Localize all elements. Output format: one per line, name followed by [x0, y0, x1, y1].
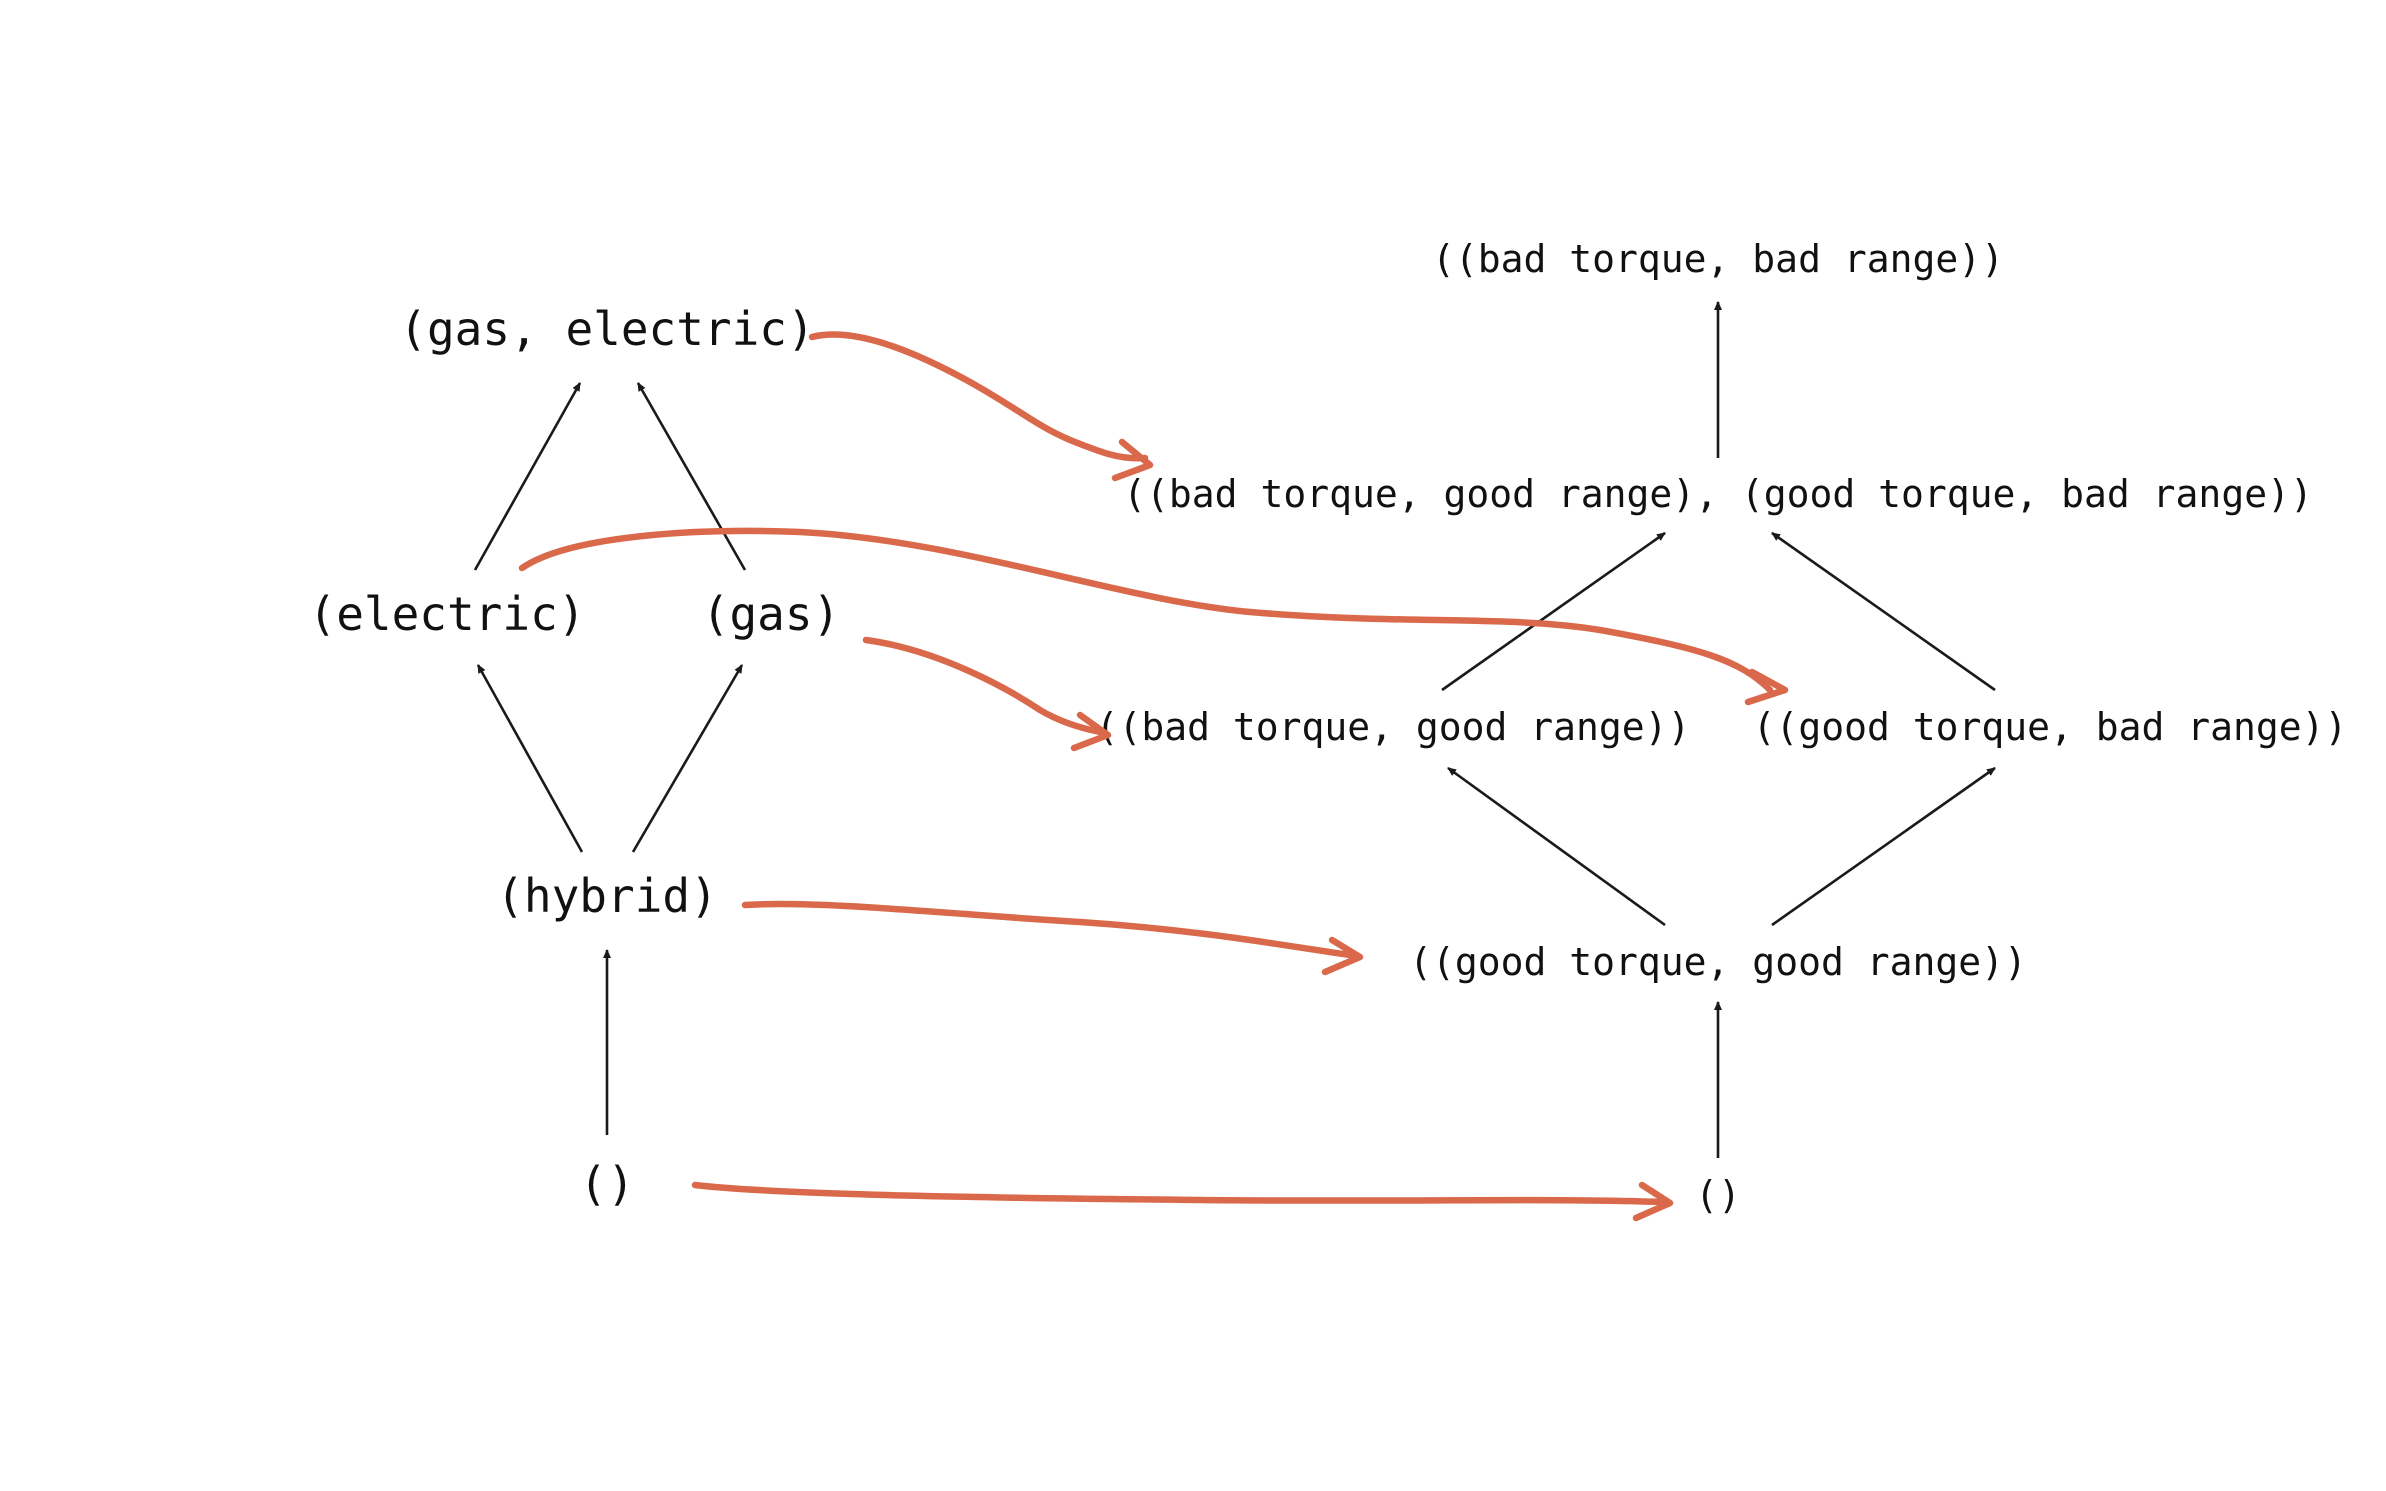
- left-edge-hybrid-to-gas: [631, 664, 744, 853]
- right-edge-gt-gr-to-bt-gr: [1447, 766, 1666, 927]
- mapping-arrow-hybrid: [741, 900, 1364, 976]
- right-node-bad-torque-good-range: ((bad torque, good range)): [1096, 705, 1691, 749]
- left-node-hybrid: (hybrid): [496, 869, 718, 923]
- left-edge-electric-to-gas-electric: [473, 382, 582, 571]
- right-lattice-edges: [1441, 301, 1996, 1158]
- mapping-arrow-gas-electric: [808, 331, 1154, 482]
- left-node-empty: (): [579, 1157, 634, 1211]
- right-node-good-torque-bad-range: ((good torque, bad range)): [1753, 705, 2348, 749]
- left-node-electric: (electric): [309, 587, 586, 641]
- left-lattice-edges: [473, 382, 747, 1135]
- mapping-arrow-electric: [518, 527, 1789, 706]
- right-edge-bt-gr-to-btgr-gtbr: [1441, 531, 1666, 692]
- right-node-mixed-pair: ((bad torque, good range), (good torque,…: [1123, 472, 2313, 516]
- left-edge-hybrid-to-electric: [476, 664, 584, 853]
- right-edge-gt-br-to-btgr-gtbr: [1771, 531, 1996, 692]
- right-node-good-torque-good-range: ((good torque, good range)): [1409, 940, 2027, 984]
- mapping-arrows: [518, 331, 1789, 1222]
- right-node-bad-torque-bad-range: ((bad torque, bad range)): [1432, 237, 2004, 281]
- left-edge-gas-to-gas-electric: [636, 382, 747, 571]
- mapping-arrow-gas: [862, 636, 1112, 752]
- mapping-arrow-empty: [691, 1181, 1674, 1222]
- right-lattice-nodes: ((bad torque, bad range)) ((bad torque, …: [1096, 237, 2348, 1217]
- left-lattice-nodes: (gas, electric) (electric) (gas) (hybrid…: [309, 302, 841, 1211]
- left-node-gas: (gas): [702, 587, 840, 641]
- left-node-gas-electric: (gas, electric): [399, 302, 814, 356]
- right-edge-gt-gr-to-gt-br: [1771, 766, 1996, 927]
- right-node-empty: (): [1695, 1173, 1741, 1217]
